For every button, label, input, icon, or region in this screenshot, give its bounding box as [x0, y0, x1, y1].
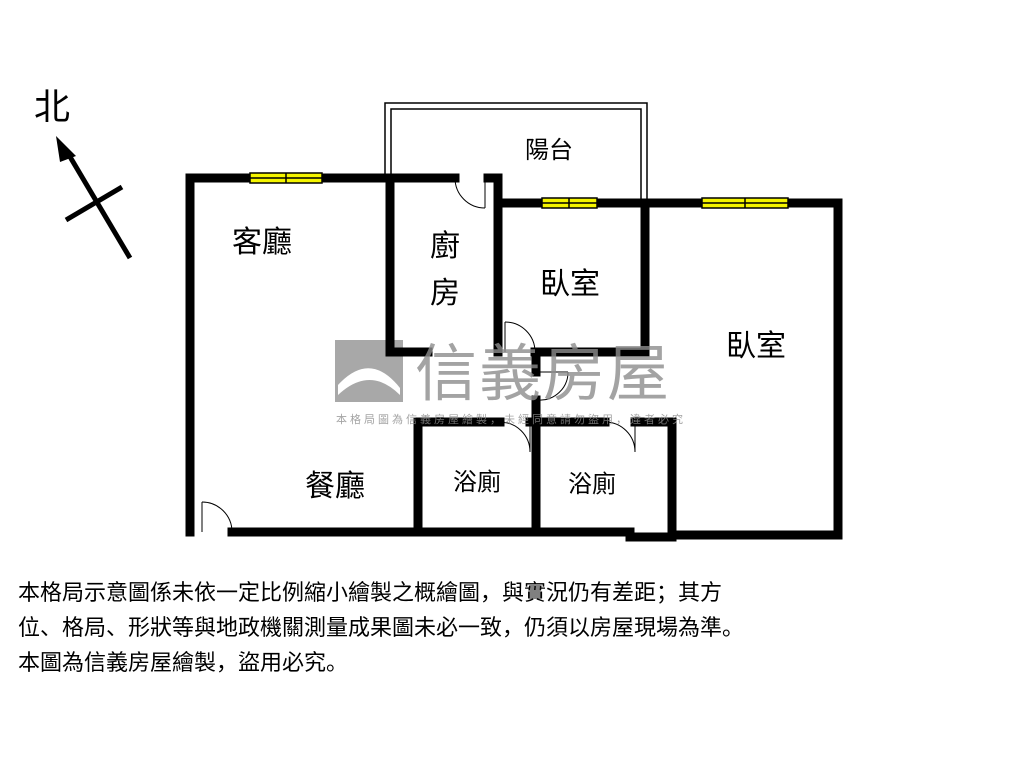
- watermark-brand: 信義房屋: [415, 337, 672, 410]
- room-bedroom-2: 臥室: [726, 329, 786, 364]
- room-bath-1: 浴廁: [453, 468, 501, 496]
- room-living: 客廳: [232, 225, 292, 260]
- north-arrow-icon: [56, 136, 133, 260]
- disclaimer-line: 本圖為信義房屋繪製，盜用必究。: [18, 651, 349, 676]
- windows: [249, 172, 789, 209]
- room-kitchen-1: 廚: [430, 229, 460, 264]
- watermark-notice: 本格局圖為信義房屋繪製，未經同意請勿盜用，違者必究: [336, 413, 686, 426]
- disclaimer-line: 位、格局、形狀等與地政機關測量成果圖未必一致，仍須以房屋現場為準。: [18, 616, 745, 641]
- room-balcony: 陽台: [525, 136, 573, 164]
- room-dining: 餐廳: [305, 469, 365, 504]
- room-bath-2: 浴廁: [568, 470, 616, 498]
- room-kitchen-2: 房: [430, 276, 460, 311]
- doors: [201, 177, 636, 533]
- balcony-railing: [384, 102, 648, 203]
- north-label: 北: [34, 87, 71, 128]
- disclaimer-line: 本格局示意圖係未依一定比例縮小繪製之概繪圖，與實況仍有差距；其方: [18, 581, 723, 606]
- disclaimer: 本格局示意圖係未依一定比例縮小繪製之概繪圖，與實況仍有差距；其方 位、格局、形狀…: [18, 576, 1018, 681]
- room-bedroom-1: 臥室: [540, 267, 600, 302]
